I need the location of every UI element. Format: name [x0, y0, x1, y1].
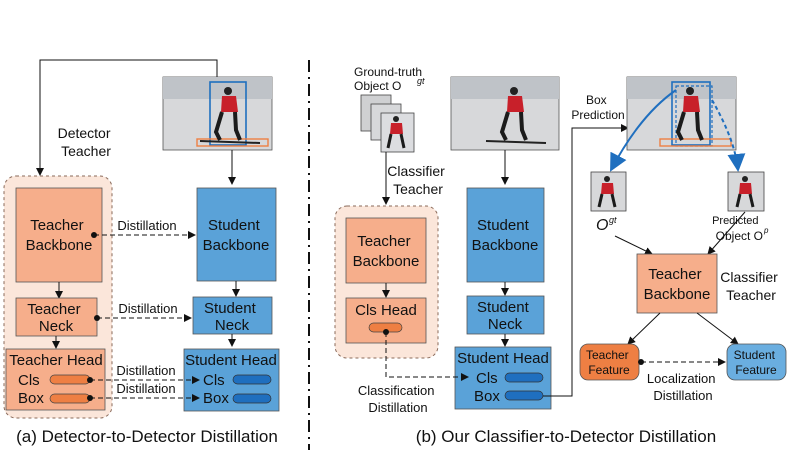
predicted-crop-arrow: [711, 99, 746, 172]
svg-text:Student Head: Student Head: [185, 352, 277, 369]
svg-text:Student Head: Student Head: [457, 350, 549, 367]
svg-text:Cls: Cls: [18, 372, 40, 389]
distillation-label-1: Distillation: [117, 218, 176, 233]
svg-text:Box: Box: [474, 388, 500, 405]
distillation-label-3: Distillation: [116, 363, 175, 378]
svg-text:Cls: Cls: [476, 370, 498, 387]
teacher-backbone-left: Teacher Backbone: [15, 187, 103, 283]
gt-superscript: gt: [417, 76, 425, 86]
classification-distillation-label: Classification Distillation: [358, 383, 438, 415]
student-backbone-right: Student Backbone: [466, 187, 545, 283]
box-prediction-arrow: [543, 124, 629, 397]
student-neck-left: Student Neck: [192, 296, 273, 335]
svg-text:Cls Head: Cls Head: [355, 302, 417, 319]
caption-right: (b) Our Classifier-to-Detector Distillat…: [416, 427, 716, 446]
classifier-teacher-label-2: Classifier Teacher: [720, 269, 781, 303]
ski-image-right: [626, 76, 737, 151]
svg-text:Student Neck: Student Neck: [477, 299, 533, 333]
teacher-backbone-classifier: Teacher Backbone: [636, 253, 718, 314]
box-prediction-label: Box Prediction: [571, 93, 624, 122]
svg-text:Student Backbone: Student Backbone: [472, 217, 539, 254]
gt-crop-stack: [360, 94, 415, 153]
student-head-right: Student Head Cls Box: [454, 346, 552, 410]
teacher-to-feature-arrow: [627, 312, 661, 345]
gt-to-teacher-arrow: [614, 235, 653, 255]
svg-text:Teacher Feature: Teacher Feature: [586, 348, 632, 377]
svg-text:Teacher Backbone: Teacher Backbone: [26, 217, 93, 254]
student-neck-right: Student Neck: [466, 295, 545, 335]
svg-text:Teacher Backbone: Teacher Backbone: [353, 233, 420, 270]
teacher-neck-left: Teacher Neck: [15, 297, 98, 337]
teacher-backbone-right: Teacher Backbone: [345, 217, 427, 284]
classification-distillation-arrow: [383, 329, 469, 381]
caption-left: (a) Detector-to-Detector Distillation: [16, 427, 278, 446]
svg-text:Cls: Cls: [203, 372, 225, 389]
gt-crop-arrow: [610, 89, 677, 172]
predicted-object-label: Predicted Object O: [712, 211, 763, 243]
predicted-crop-image: [727, 171, 765, 212]
gt-crop-image: [590, 171, 627, 212]
svg-text:Teacher Head: Teacher Head: [9, 352, 102, 369]
svg-text:Student Neck: Student Neck: [204, 300, 260, 334]
svg-text:Student Backbone: Student Backbone: [203, 217, 270, 254]
student-backbone-left: Student Backbone: [196, 187, 277, 282]
distillation-label-2: Distillation: [118, 301, 177, 316]
ski-image-middle: [450, 76, 560, 151]
pred-to-teacher-arrow: [707, 211, 746, 255]
ski-image-left: [162, 76, 273, 151]
localization-distillation-label: Localization Distillation: [647, 371, 719, 403]
svg-text:Teacher Neck: Teacher Neck: [27, 301, 85, 335]
ground-truth-label: Ground-truth Object O: [354, 65, 425, 93]
teacher-feature-box: Teacher Feature: [579, 343, 640, 381]
student-feature-box: Student Feature: [726, 343, 787, 381]
svg-text:Student Feature: Student Feature: [734, 348, 779, 377]
svg-text:Teacher Backbone: Teacher Backbone: [644, 266, 711, 303]
detector-teacher-label: Detector Teacher: [58, 125, 115, 159]
svg-text:Box: Box: [203, 390, 229, 407]
o-gt-label: O: [596, 217, 608, 234]
detector-teacher-arrow: [36, 59, 218, 176]
o-gt-sup: gt: [609, 215, 617, 225]
p-superscript: p: [763, 226, 769, 235]
teacher-to-student-feature-arrow: [696, 312, 739, 345]
distillation-label-4: Distillation: [116, 381, 175, 396]
svg-text:Box: Box: [18, 390, 44, 407]
classifier-teacher-label: Classifier Teacher: [387, 163, 448, 197]
